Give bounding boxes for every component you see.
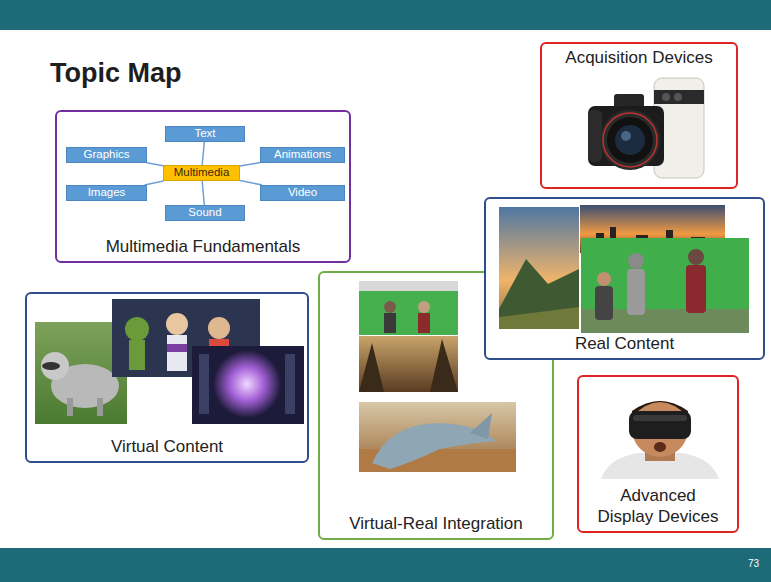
topic-panel: Advanced Display Devices — [577, 375, 739, 533]
topic-panel: Real Content — [484, 197, 765, 360]
footer-bar: 73 — [0, 548, 771, 582]
mindmap-link — [145, 181, 164, 185]
chip-label: Sound — [188, 207, 221, 219]
topic-panel: Acquisition Devices — [540, 42, 738, 189]
panel-label: Advanced Display Devices — [592, 486, 724, 527]
panel-label: Multimedia Fundamentals — [106, 237, 301, 257]
chip-label: Graphics — [83, 149, 129, 161]
chip-label: Multimedia — [174, 167, 230, 179]
page-number: 73 — [748, 558, 759, 569]
topic-chip: Images — [66, 185, 147, 201]
topic-chip: Sound — [165, 205, 245, 221]
panel-label: Virtual Content — [111, 437, 223, 457]
panel-label: Acquisition Devices — [565, 48, 712, 68]
mindmap-link — [240, 181, 262, 185]
hub-chip: Multimedia — [163, 165, 240, 181]
topic-chip: Graphics — [66, 147, 147, 163]
mindmap-link — [202, 142, 204, 165]
chip-label: Text — [194, 128, 215, 140]
topic-chip: Animations — [260, 147, 345, 163]
panel-label: Virtual-Real Integration — [349, 514, 523, 534]
slide-title: Topic Map — [50, 58, 182, 89]
panel-label: Real Content — [575, 334, 674, 354]
topic-panel: Virtual Content — [25, 292, 309, 463]
chip-label: Animations — [274, 149, 331, 161]
topic-chip: Text — [165, 126, 245, 142]
header-bar — [0, 0, 771, 30]
chip-label: Video — [288, 187, 317, 199]
mindmap-link — [202, 181, 204, 205]
mindmap-link — [240, 163, 260, 167]
mindmap-link — [147, 163, 163, 166]
topic-chip: Video — [260, 185, 345, 201]
topic-group: Multimedia Fundamentals TextGraphicsMulti… — [55, 110, 351, 263]
chip-label: Images — [88, 187, 126, 199]
